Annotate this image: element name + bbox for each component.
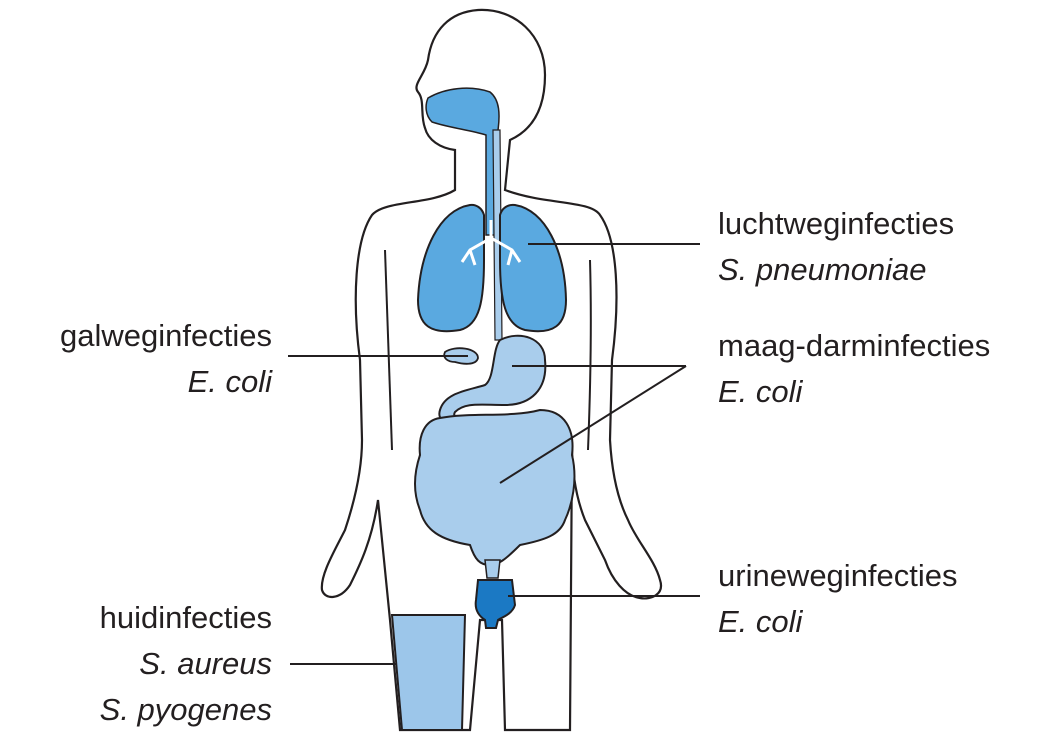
skin-organism-1: S. aureus <box>139 646 272 682</box>
skin-patch <box>392 615 465 730</box>
biliary-organism: E. coli <box>188 364 272 400</box>
gastro-label: maag-darminfecties <box>718 328 990 364</box>
skin-organism-2: S. pyogenes <box>100 692 272 728</box>
gastro-organism: E. coli <box>718 374 802 410</box>
urinary-organism: E. coli <box>718 604 802 640</box>
rectum <box>485 560 500 578</box>
skin-label: huidinfecties <box>100 600 272 636</box>
urinary-label: urineweginfecties <box>718 558 958 594</box>
respiratory-organism: S. pneumoniae <box>718 252 927 288</box>
biliary-label: galweginfecties <box>60 318 272 354</box>
respiratory-label: luchtweginfecties <box>718 206 954 242</box>
